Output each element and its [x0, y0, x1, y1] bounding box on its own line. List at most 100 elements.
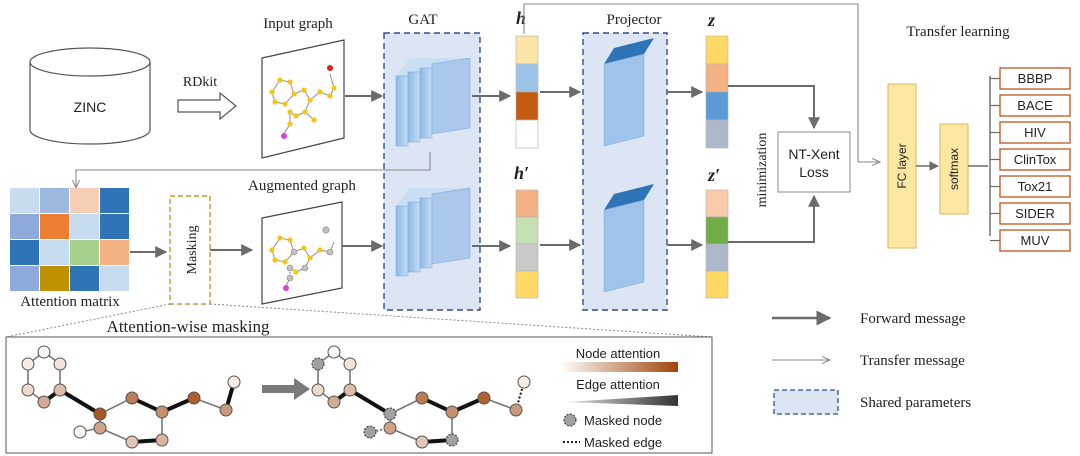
h-vector-segment	[515, 35, 539, 65]
dataset-box	[999, 94, 1071, 117]
rdkit-label: RDkit	[183, 75, 217, 90]
molecule-node	[187, 391, 201, 405]
dataset-label: SIDER	[1015, 206, 1055, 221]
zinc-database-icon: ZINC	[29, 47, 151, 145]
attention-matrix-cell	[40, 188, 69, 213]
z-prime-vector-segment	[705, 189, 729, 218]
dataset-box	[999, 121, 1071, 144]
attention-matrix-cell	[100, 214, 129, 239]
molecule-node	[415, 391, 429, 405]
molecule-node	[343, 383, 357, 397]
molecule-node	[155, 433, 169, 447]
masked-node	[445, 433, 459, 447]
molecule-after-masking	[311, 345, 531, 449]
attention-matrix-cell	[70, 188, 99, 213]
molecule-node	[327, 345, 341, 359]
minimization-label: minimization	[755, 133, 770, 208]
loss-line2: Loss	[799, 164, 829, 180]
softmax-label: softmax	[947, 148, 961, 190]
arrow-z-prime-to-loss	[728, 194, 820, 243]
attention-matrix-cell	[70, 266, 99, 291]
dataset-box	[999, 229, 1071, 252]
attention-matrix-cell	[100, 240, 129, 265]
molecule-node	[227, 375, 241, 389]
legend-forward-label: Forward message	[860, 311, 966, 327]
augmented-graph-panel	[261, 201, 343, 305]
h-prime-vector-segment	[515, 216, 539, 245]
zinc-label: ZINC	[74, 99, 107, 115]
nt-xent-loss-box: NT-Xent Loss	[777, 131, 851, 193]
dataset-label: Tox21	[1018, 179, 1053, 194]
z-prime-vector	[705, 189, 729, 299]
dataset-box	[999, 175, 1071, 198]
molecule-node	[37, 345, 51, 359]
molecule-node	[73, 425, 87, 439]
inset-transform-arrow	[262, 378, 310, 400]
molecule-node	[343, 357, 357, 371]
molecule-before-masking	[21, 345, 241, 449]
augmented-graph-label: Augmented graph	[248, 178, 356, 194]
dataset-label: MUV	[1021, 233, 1050, 248]
molecule-node	[155, 405, 169, 419]
molecule-node	[37, 395, 51, 409]
attention-matrix-cell	[40, 240, 69, 265]
h-vector	[515, 35, 539, 149]
attention-matrix-cell	[10, 214, 39, 239]
z-vector-segment	[705, 91, 729, 121]
legend-shared-label: Shared parameters	[860, 395, 971, 411]
dataset-label: ClinTox	[1014, 152, 1057, 167]
dataset-label: HIV	[1024, 125, 1046, 140]
softmax-box: softmax	[939, 123, 969, 215]
molecule-node	[219, 403, 233, 417]
molecule-node	[53, 383, 67, 397]
edge-attention-label: Edge attention	[576, 377, 660, 392]
molecule-node	[509, 403, 523, 417]
masked-node	[363, 425, 377, 439]
masked-edge-label: Masked edge	[584, 435, 662, 450]
node-attention-label: Node attention	[576, 346, 661, 361]
molecule-node	[383, 421, 397, 435]
attention-matrix-cell	[10, 240, 39, 265]
molecule-node	[125, 391, 139, 405]
masking-box: Masking	[169, 195, 211, 305]
node-attention-gradient	[560, 362, 678, 372]
attention-matrix-cell	[10, 188, 39, 213]
molecule-node	[327, 395, 341, 409]
h-prime-vector-segment	[515, 189, 539, 218]
input-graph-panel	[261, 39, 345, 159]
dataset-label: BACE	[1017, 98, 1053, 113]
masked-node	[383, 407, 397, 421]
input-graph-label: Input graph	[263, 16, 333, 32]
projector-upper-layer	[603, 38, 654, 147]
molecule-node	[415, 435, 429, 449]
h-vector-segment	[515, 91, 539, 121]
attention-matrix-cell	[10, 266, 39, 291]
arrow-z-to-loss	[728, 85, 820, 130]
transfer-learning-label: Transfer learning	[906, 24, 1010, 40]
masking-label: Masking	[185, 226, 200, 275]
attention-matrix-label: Attention matrix	[20, 294, 120, 310]
gat-label: GAT	[408, 12, 437, 28]
molecule-edge	[348, 388, 392, 416]
z-vector	[705, 35, 729, 149]
masked-node-swatch	[563, 413, 577, 427]
molecule-node	[445, 405, 459, 419]
attention-matrix-cell	[40, 266, 69, 291]
molecule-node	[517, 375, 531, 389]
projector-label: Projector	[607, 12, 662, 28]
z-vector-segment	[705, 35, 729, 65]
dataset-box	[999, 67, 1071, 90]
gat-upper-layers	[395, 57, 471, 147]
transfer-arrow-to-attention	[76, 152, 431, 188]
dataset-label: BBBP	[1018, 71, 1053, 86]
masked-node-label: Masked node	[584, 413, 662, 428]
z-prime-label: z′	[707, 165, 720, 185]
molecule-node	[21, 383, 35, 397]
attention-matrix	[10, 188, 129, 291]
loss-line1: NT-Xent	[788, 146, 839, 162]
molecule-node	[125, 435, 139, 449]
h-vector-segment	[515, 63, 539, 93]
rdkit-hollow-arrow	[177, 91, 237, 121]
h-vector-segment	[515, 119, 539, 149]
